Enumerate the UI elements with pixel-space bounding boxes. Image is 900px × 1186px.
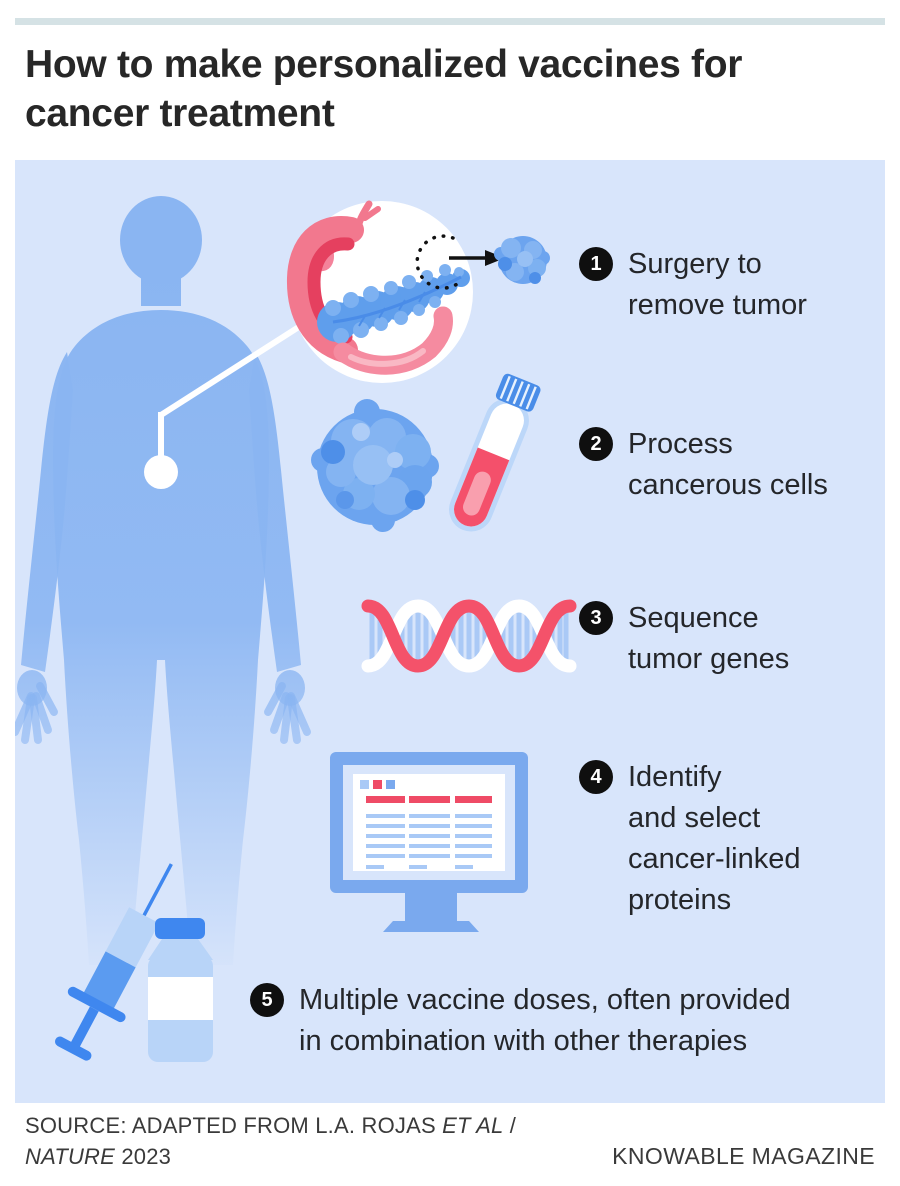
step-4: 4 Identify and select cancer-linked prot… xyxy=(579,757,800,921)
human-body-silhouette xyxy=(15,196,311,965)
inset-connector-line xyxy=(144,320,307,489)
step-1: 1 Surgery to remove tumor xyxy=(579,244,807,326)
step-3-badge: 3 xyxy=(579,601,613,635)
computer-monitor-data-icon xyxy=(330,752,528,932)
tumor-cells-icon xyxy=(311,399,439,532)
vaccine-vial-icon xyxy=(148,918,213,1062)
step-2-badge: 2 xyxy=(579,427,613,461)
illustration-canvas xyxy=(15,196,577,1062)
page-title-line2: cancer treatment xyxy=(25,92,335,135)
source-italic-nature: NATURE xyxy=(25,1144,116,1169)
top-accent-bar xyxy=(15,18,885,25)
step-3-label: Sequence tumor genes xyxy=(628,602,790,675)
source-credit: SOURCE: ADAPTED FROM L.A. ROJAS ET AL /N… xyxy=(25,1113,517,1169)
step-1-label: Surgery to remove tumor xyxy=(628,248,807,321)
step-5: 5 Multiple vaccine doses, often provided… xyxy=(250,980,791,1062)
step-2-label: Process cancerous cells xyxy=(628,428,828,501)
step-5-badge: 5 xyxy=(250,983,284,1017)
magazine-credit: KNOWABLE MAGAZINE xyxy=(612,1143,875,1169)
step-5-label: Multiple vaccine doses, often provided i… xyxy=(299,984,791,1057)
excision-arrow-icon xyxy=(449,250,505,266)
step-2: 2 Process cancerous cells xyxy=(579,424,828,506)
step-4-badge: 4 xyxy=(579,760,613,794)
pancreas-inset-icon xyxy=(286,200,473,383)
excised-tumor-icon xyxy=(494,236,550,284)
step-1-badge: 1 xyxy=(579,247,613,281)
page-title-line1: How to make personalized vaccines for xyxy=(25,43,743,86)
blood-test-tube-icon xyxy=(449,373,541,532)
page-title: How to make personalized vaccines for can… xyxy=(25,40,742,138)
source-italic-et-al: ET AL xyxy=(442,1113,504,1138)
excision-dotted-circle xyxy=(415,234,464,290)
illustration-panel: 1 Surgery to remove tumor 2 Process canc… xyxy=(15,160,885,1103)
step-4-label: Identify and select cancer-linked protei… xyxy=(628,761,801,916)
dna-helix-icon xyxy=(361,599,577,673)
step-3: 3 Sequence tumor genes xyxy=(579,598,789,680)
syringe-icon xyxy=(54,863,173,1061)
